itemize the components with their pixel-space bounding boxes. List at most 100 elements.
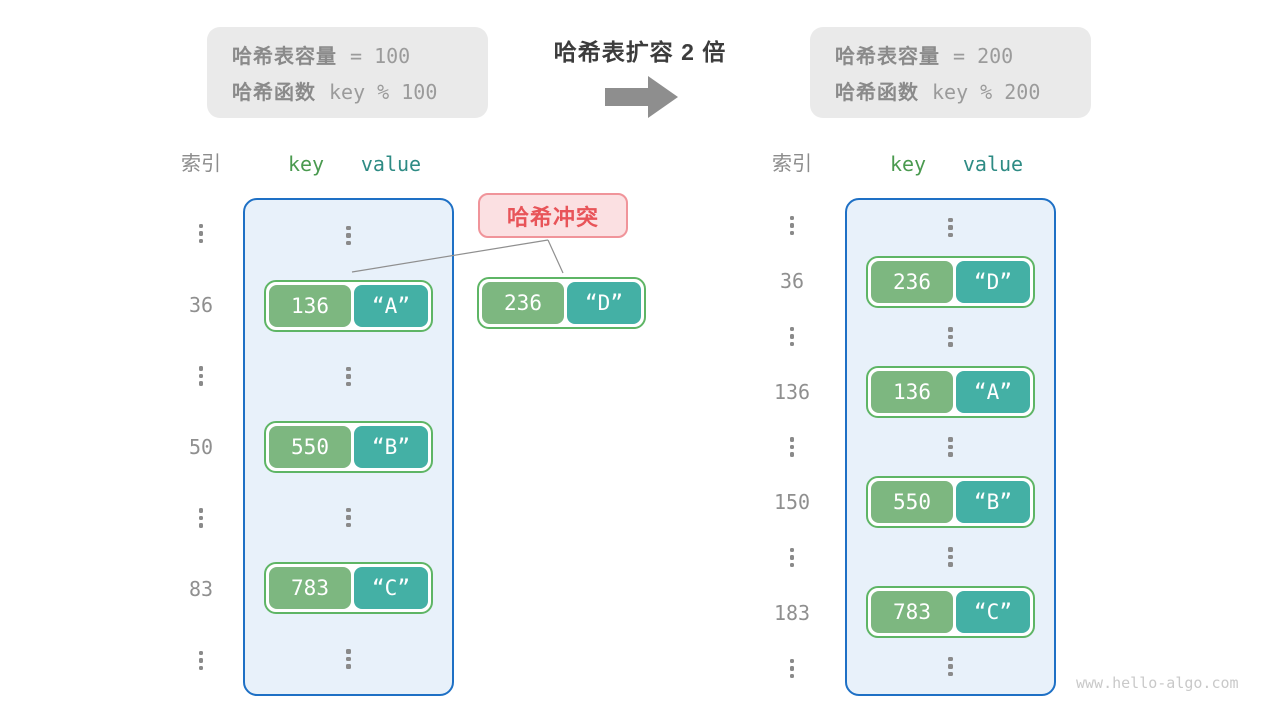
value-cell: “C” [354, 567, 428, 610]
ellipsis-cell [847, 310, 1054, 365]
ellipsis-cell [166, 483, 236, 554]
pair: 550 “B” [866, 475, 1035, 528]
ellipsis-cell [757, 530, 827, 585]
ellipsis-cell [245, 623, 452, 694]
value-cell: “D” [567, 282, 641, 324]
hash-function-line: 哈希函数 key % 100 [232, 76, 488, 105]
key-cell: 136 [871, 371, 953, 414]
bucket-row: 236 “D” [847, 255, 1054, 310]
vertical-ellipsis-icon [948, 327, 953, 347]
ellipsis-cell [847, 639, 1054, 694]
pair: 550 “B” [264, 421, 433, 474]
capacity-label: 哈希表容量 [232, 46, 337, 68]
pair: 783 “C” [866, 585, 1035, 638]
vertical-ellipsis-icon [789, 437, 795, 457]
vertical-ellipsis-icon [346, 649, 351, 669]
ellipsis-cell [166, 625, 236, 696]
key-cell: 550 [269, 426, 351, 469]
vertical-ellipsis-icon [948, 656, 953, 677]
key-cell: 236 [871, 261, 953, 304]
right-capacity-info-box: 哈希表容量 = 200 哈希函数 key % 200 [810, 27, 1091, 118]
left-key-header: key [287, 152, 325, 176]
vertical-ellipsis-icon [198, 223, 204, 244]
right-value-header: value [962, 152, 1024, 176]
vertical-ellipsis-icon [789, 658, 795, 679]
value-cell: “B” [956, 480, 1030, 523]
vertical-ellipsis-icon [948, 547, 953, 567]
bucket-row: 550 “B” [847, 474, 1054, 529]
hash-function-label: 哈希函数 [232, 82, 316, 104]
external-pair: 236 “D” [477, 277, 646, 329]
ellipsis-cell [847, 420, 1054, 475]
index-cell: 150 [773, 490, 811, 515]
vertical-ellipsis-icon [789, 547, 795, 568]
hash-function-value: key % 200 [932, 80, 1041, 104]
expand-title: 哈希表扩容 2 倍 [553, 39, 727, 65]
pair: 236 “D” [866, 256, 1035, 309]
bucket-row: 136 “A” [245, 271, 452, 342]
right-index-header: 索引 [772, 153, 812, 175]
key-cell: 136 [269, 284, 351, 327]
right-bucket-array: 236 “D” 136 “A” 550 “B” 783 “C” [845, 198, 1056, 696]
capacity-value: = 100 [350, 44, 411, 68]
index-cell: 183 [773, 600, 811, 625]
value-cell: “C” [956, 590, 1030, 633]
value-cell: “A” [354, 284, 428, 327]
hash-function-value: key % 100 [329, 80, 438, 104]
vertical-ellipsis-icon [346, 225, 351, 246]
vertical-ellipsis-icon [198, 508, 204, 528]
hash-function-label: 哈希函数 [835, 82, 919, 104]
left-index-column: 36 50 83 [166, 198, 236, 696]
right-index-column: 36 136 150 183 [757, 198, 827, 696]
vertical-ellipsis-icon [346, 366, 351, 387]
ellipsis-cell [757, 641, 827, 696]
capacity-line: 哈希表容量 = 100 [232, 40, 488, 69]
key-cell: 783 [871, 590, 953, 633]
ellipsis-cell [847, 200, 1054, 255]
capacity-line: 哈希表容量 = 200 [835, 40, 1091, 69]
pair: 136 “A” [866, 366, 1035, 419]
bucket-row: 550 “B” [245, 412, 452, 483]
collision-badge: 哈希冲突 [478, 193, 628, 238]
right-key-header: key [889, 152, 927, 176]
bucket-row: 136 “A” [847, 365, 1054, 420]
index-cell: 136 [773, 379, 811, 404]
index-cell: 83 [188, 577, 214, 602]
index-cell: 36 [188, 292, 214, 317]
vertical-ellipsis-icon [948, 217, 953, 238]
ellipsis-cell [166, 340, 236, 411]
ellipsis-cell [166, 198, 236, 269]
vertical-ellipsis-icon [789, 215, 795, 236]
bucket-row: 783 “C” [245, 553, 452, 624]
vertical-ellipsis-icon [948, 437, 953, 457]
value-cell: “B” [354, 426, 428, 469]
index-cell: 50 [188, 434, 214, 459]
ellipsis-cell [757, 419, 827, 474]
value-cell: “D” [956, 261, 1030, 304]
left-index-header: 索引 [181, 153, 221, 175]
capacity-value: = 200 [953, 44, 1014, 68]
ellipsis-cell [757, 198, 827, 253]
value-cell: “A” [956, 371, 1030, 414]
pair: 783 “C” [264, 562, 433, 615]
key-cell: 236 [482, 282, 564, 324]
watermark: www.hello-algo.com [1076, 674, 1239, 692]
ellipsis-cell [245, 200, 452, 271]
index-cell: 36 [779, 268, 805, 293]
capacity-label: 哈希表容量 [835, 46, 940, 68]
vertical-ellipsis-icon [789, 326, 795, 347]
vertical-ellipsis-icon [198, 650, 204, 671]
key-cell: 783 [269, 567, 351, 610]
left-bucket-array: 136 “A” 550 “B” 783 “C” [243, 198, 454, 696]
ellipsis-cell [847, 529, 1054, 584]
left-value-header: value [360, 152, 422, 176]
left-capacity-info-box: 哈希表容量 = 100 哈希函数 key % 100 [207, 27, 488, 118]
ellipsis-cell [245, 341, 452, 412]
pair: 136 “A” [264, 279, 433, 332]
collision-connector-right [547, 239, 564, 274]
key-cell: 550 [871, 480, 953, 523]
ellipsis-cell [757, 309, 827, 364]
ellipsis-cell [245, 482, 452, 553]
right-arrow-icon [605, 76, 678, 118]
vertical-ellipsis-icon [346, 507, 351, 528]
